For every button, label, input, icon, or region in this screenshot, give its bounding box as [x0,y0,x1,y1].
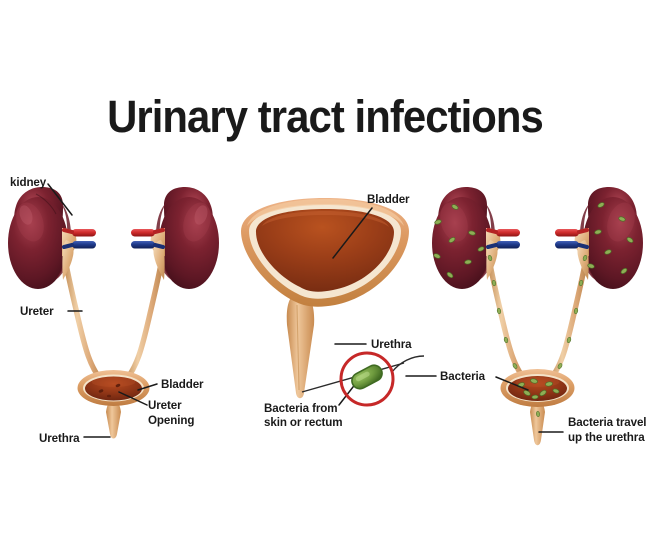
label-bacteria-travel-line2: up the urethra [568,431,645,444]
labels-panel-infected: Bacteria Bacteria travel up the urethra [405,370,647,444]
urethra-cone-detail [286,295,315,399]
panel-normal-urinary-tract: kidney Ureter Bladder Ureter Opening Ure… [8,176,219,445]
bladder-detail-body [241,198,409,307]
label-bacteria: Bacteria [440,370,486,383]
leader-bladder-detail [332,207,373,259]
kidney-left-normal [8,187,77,289]
label-bacteria-source-line2: skin or rectum [264,416,343,429]
label-bacteria-source-line1: Bacteria from [264,402,337,415]
renal-vessels-left-normal [62,228,96,249]
bacteria-specks-kidneys [433,202,634,279]
panel-bladder-detail: Bladder Urethra Bacteria from skin or re… [241,193,425,429]
renal-vessels-right-infected [555,228,589,249]
ureter-tubes-normal [60,244,167,385]
page-title: Urinary tract infections [107,91,544,142]
label-ureter-opening-line2: Opening [148,414,194,427]
label-ureter: Ureter [20,305,54,318]
label-bladder-detail: Bladder [367,193,410,206]
leader-kidney [47,183,73,216]
bladder-normal [77,370,150,439]
leader-ureter-opening [118,391,148,406]
bacteria-highlight-circle [301,351,425,407]
bacteria-specks-ureters [487,255,588,369]
panel-infected-urinary-tract: Bacteria Bacteria travel up the urethra [405,187,647,446]
kidney-right-infected [574,187,643,289]
label-bacteria-travel-line1: Bacteria travel [568,416,646,429]
label-urethra-normal: Urethra [39,432,80,445]
renal-vessels-left-infected [486,228,520,249]
label-bladder-normal: Bladder [161,378,204,391]
ureter-tubes-infected [484,244,591,385]
label-urethra-detail: Urethra [371,338,412,351]
labels-panel-bladder-detail: Bladder Urethra Bacteria from skin or re… [264,193,412,429]
label-ureter-opening-line1: Ureter [148,399,182,412]
kidney-left-infected [432,187,501,289]
ureter-opening-right [115,383,121,388]
leader-bladder-normal [137,383,158,391]
ureter-opening-left [98,389,104,393]
labels-panel-normal: kidney Ureter Bladder Ureter Opening Ure… [10,176,204,445]
leader-bacteria-right [495,376,529,391]
renal-vessels-right-normal [131,228,165,249]
label-kidney: kidney [10,176,47,189]
kidney-right-normal [150,187,219,289]
bladder-infected [500,369,575,446]
